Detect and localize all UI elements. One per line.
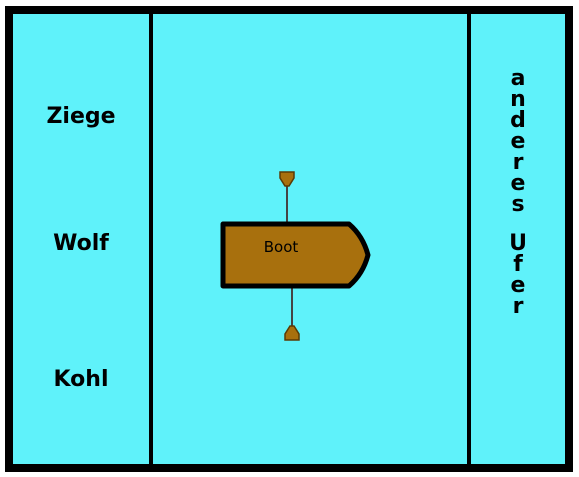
letter: r — [512, 150, 524, 175]
item-kohl[interactable]: Kohl — [53, 367, 109, 392]
letter: e — [510, 273, 526, 298]
bottom-oar-blade — [284, 325, 300, 341]
letter: s — [511, 192, 525, 217]
letter: e — [510, 171, 526, 196]
letter: f — [513, 252, 523, 277]
letter: d — [510, 108, 526, 133]
boat-hull — [220, 221, 371, 289]
letter: U — [509, 231, 527, 256]
boat-label[interactable]: Boot — [263, 238, 299, 256]
item-ziege[interactable]: Ziege — [46, 104, 116, 129]
game-frame: Ziege Wolf Kohl Boot a n d e r e s U f — [5, 6, 573, 472]
river: Boot — [153, 14, 467, 464]
item-wolf[interactable]: Wolf — [53, 231, 109, 256]
letter: a — [510, 66, 526, 91]
letter: e — [510, 129, 526, 154]
boat-graphic[interactable] — [153, 14, 467, 464]
right-bank: a n d e r e s U f e r — [471, 14, 565, 464]
right-bank-label: a n d e r e s U f e r — [471, 66, 565, 319]
left-bank: Ziege Wolf Kohl — [13, 14, 149, 464]
letter: n — [510, 87, 526, 112]
top-oar-blade — [279, 171, 295, 187]
letter: r — [512, 294, 524, 319]
